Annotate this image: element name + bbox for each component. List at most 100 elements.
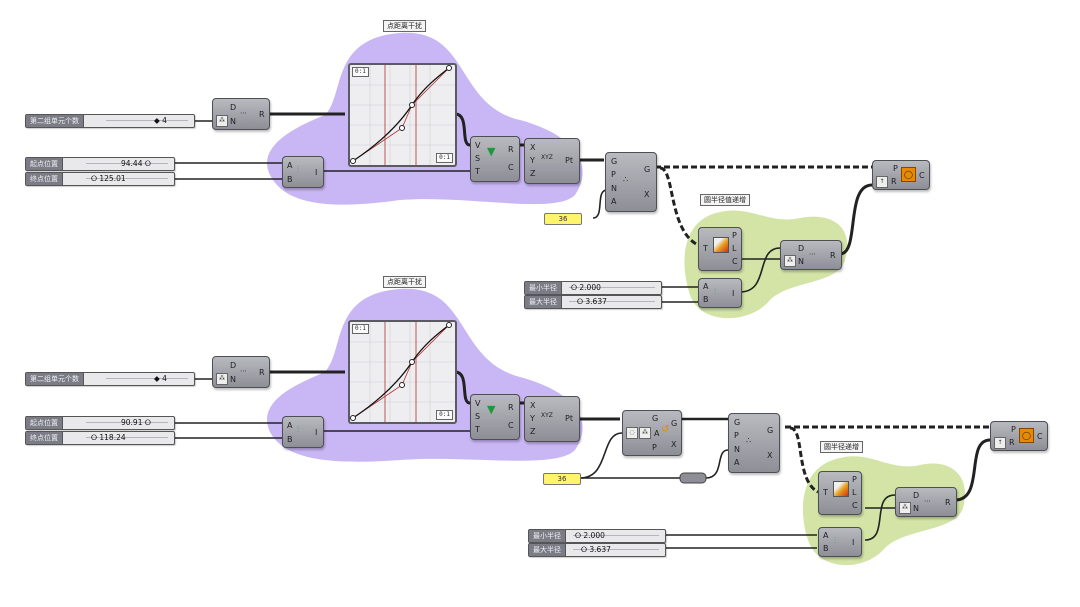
port-b[interactable]: B (287, 435, 293, 444)
port-a[interactable]: A (287, 421, 293, 430)
bounds-component-2[interactable]: A B ⫶ I (698, 278, 742, 308)
port-t[interactable]: T (475, 167, 480, 176)
port-l[interactable]: L (852, 488, 857, 497)
port-g[interactable]: G (652, 414, 659, 423)
port-d[interactable]: D (230, 103, 237, 112)
port-a[interactable]: A (734, 458, 740, 467)
port-n[interactable]: N (798, 257, 804, 266)
slider-track[interactable] (569, 287, 655, 288)
port-l[interactable]: L (732, 244, 737, 253)
graph-handle[interactable] (399, 382, 405, 388)
port-z[interactable]: Z (530, 427, 536, 436)
slider-min-radius[interactable]: 最小半径 ⭘ 2.000 (524, 281, 662, 295)
port-i[interactable]: I (315, 168, 318, 177)
slider-start-position[interactable]: 起点位置 90.91 ⭘ (25, 416, 175, 430)
port-g[interactable]: G (611, 157, 618, 166)
construct-point-component[interactable]: X Y Z XYZ Pt (524, 396, 580, 442)
port-g-out[interactable]: G (644, 165, 651, 174)
slider-track[interactable] (86, 163, 168, 164)
port-p[interactable]: P (611, 170, 616, 179)
bounds-component[interactable]: A B ⫶ I (282, 156, 324, 188)
port-i[interactable]: I (732, 289, 735, 298)
port-r[interactable]: R (830, 251, 836, 260)
port-d[interactable]: D (798, 244, 805, 253)
polar-array-component[interactable]: G P N A ∴ G X (728, 413, 780, 473)
graph-mapper[interactable]: 0:1 0:1 (348, 320, 457, 424)
graph-handle[interactable] (446, 322, 452, 328)
slider-track[interactable] (569, 301, 655, 302)
slider-min-radius[interactable]: 最小半径 ⭘ 2.000 (528, 529, 666, 543)
relay-node[interactable] (679, 472, 707, 484)
slider-track[interactable] (573, 535, 659, 536)
port-r[interactable]: R (891, 177, 897, 186)
port-a[interactable]: A (823, 531, 829, 540)
port-d[interactable]: D (913, 491, 920, 500)
slider-track[interactable] (86, 178, 168, 179)
graph-mapper[interactable]: 0:1 0:1 (348, 63, 457, 167)
port-c[interactable]: C (508, 163, 514, 172)
port-b[interactable]: B (703, 295, 709, 304)
port-p[interactable]: P (893, 164, 898, 173)
graph-handle[interactable] (409, 102, 415, 108)
port-r[interactable]: R (259, 368, 265, 377)
slider-track[interactable] (86, 437, 168, 438)
port-a[interactable]: A (287, 161, 293, 170)
port-y[interactable]: Y (530, 156, 535, 165)
slider-end-position[interactable]: 终点位置 ⭘ 125.01 (25, 172, 175, 186)
graph-mapper-plot[interactable] (350, 322, 455, 422)
port-r[interactable]: R (508, 145, 514, 154)
port-n[interactable]: N (611, 184, 617, 193)
construct-point-component[interactable]: X Y Z XYZ Pt (524, 138, 580, 184)
circle-component[interactable]: P ↑ R ◯ C (872, 160, 930, 190)
port-pt[interactable]: Pt (565, 414, 573, 423)
graph-mapper-plot[interactable] (350, 65, 455, 165)
port-n[interactable]: N (734, 445, 740, 454)
port-i[interactable]: I (315, 428, 318, 437)
slider-start-position[interactable]: 起点位置 94.44 ⭘ (25, 157, 175, 171)
port-i[interactable]: I (852, 538, 855, 547)
slider-max-radius[interactable]: 最大半径 ⭘ 3.637 (528, 543, 666, 557)
port-s[interactable]: S (475, 154, 481, 163)
slider-max-radius[interactable]: 最大半径 ⭘ 3.637 (524, 295, 662, 309)
polar-array-component[interactable]: G P N A ∴ G X (605, 152, 657, 212)
port-p[interactable]: P (652, 443, 657, 452)
port-d[interactable]: D (230, 361, 237, 370)
port-a[interactable]: A (703, 282, 709, 291)
divide-domain-component[interactable]: D ⁂ N ⋯ R (212, 356, 270, 388)
divide-domain-component-2[interactable]: D ⁂ N ⋯ R (780, 240, 842, 270)
port-z[interactable]: Z (530, 169, 536, 178)
port-a[interactable]: A (611, 197, 617, 206)
port-b[interactable]: B (823, 544, 829, 553)
count-panel[interactable]: 36 (543, 473, 581, 485)
port-n[interactable]: N (230, 375, 236, 384)
port-t[interactable]: T (703, 244, 708, 253)
divide-domain-component-2[interactable]: D ⁂ N ⋯ R (895, 487, 957, 517)
graph-handle[interactable] (399, 125, 405, 131)
rotate-component[interactable]: G ◌ ⁂ A P ↺ G X (622, 410, 682, 456)
port-p[interactable]: P (1011, 425, 1016, 434)
count-panel[interactable]: 36 (544, 213, 582, 225)
port-t[interactable]: T (823, 488, 828, 497)
port-v[interactable]: V (475, 399, 481, 408)
slider-track[interactable] (106, 120, 188, 121)
port-y[interactable]: Y (530, 414, 535, 423)
graph-handle[interactable] (409, 359, 415, 365)
slider-element-count[interactable]: 第二组单元个数 ◆ 4 (25, 114, 195, 128)
port-b[interactable]: B (287, 175, 293, 184)
port-r[interactable]: R (945, 498, 951, 507)
port-n[interactable]: N (913, 504, 919, 513)
port-p[interactable]: P (732, 231, 737, 240)
port-t[interactable]: T (475, 425, 480, 434)
port-g[interactable]: G (734, 418, 741, 427)
bounds-component-2[interactable]: A B ⫶ I (818, 527, 862, 557)
graph-handle[interactable] (350, 415, 356, 421)
gradient-component[interactable]: T P L C (698, 227, 742, 271)
port-x-out[interactable]: X (671, 440, 677, 449)
bounds-component[interactable]: A B ⫶ I (282, 416, 324, 448)
port-p[interactable]: P (734, 431, 739, 440)
slider-track[interactable] (86, 422, 168, 423)
port-v[interactable]: V (475, 141, 481, 150)
circle-component[interactable]: P ↑ R ◯ C (990, 421, 1048, 451)
slider-end-position[interactable]: 终点位置 ⭘ 118.24 (25, 431, 175, 445)
port-x[interactable]: X (530, 401, 536, 410)
